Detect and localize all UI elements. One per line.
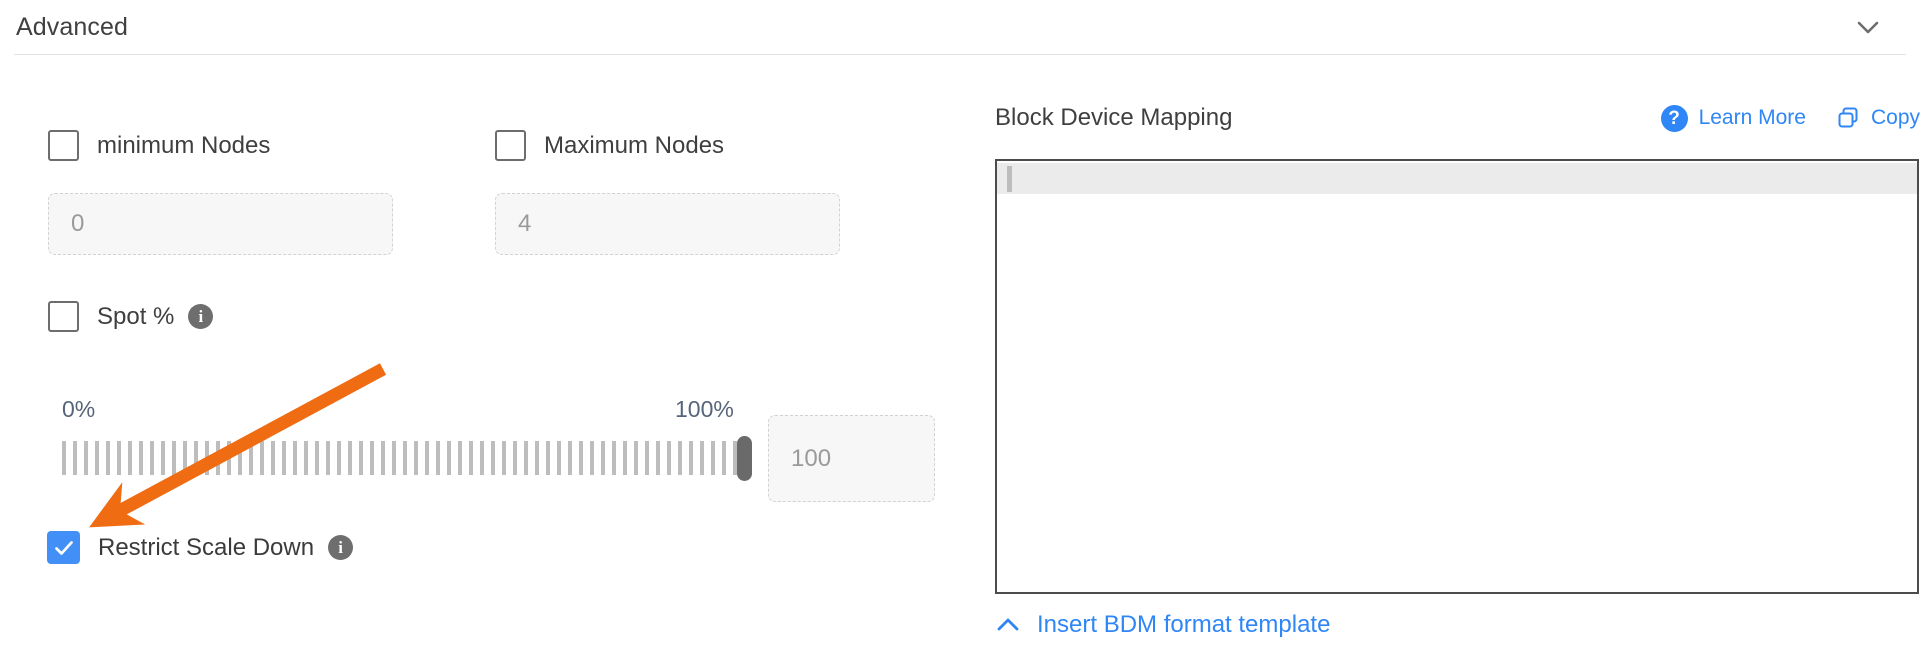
- slider-min-label: 0%: [62, 396, 96, 422]
- insert-bdm-template-link[interactable]: Insert BDM format template: [995, 611, 1330, 639]
- slider-max-label: 100%: [675, 396, 734, 422]
- copy-button[interactable]: Copy: [1836, 106, 1920, 130]
- maximum-nodes-label: Maximum Nodes: [544, 131, 725, 159]
- header-divider: [14, 54, 1906, 55]
- restrict-scale-down-info-icon[interactable]: i: [328, 535, 354, 560]
- editor-caret: [1007, 166, 1012, 192]
- copy-icon: [1836, 106, 1860, 130]
- learn-more-label: Learn More: [1698, 106, 1806, 129]
- bdm-title: Block Device Mapping: [995, 104, 1233, 131]
- minimum-nodes-label: minimum Nodes: [97, 131, 271, 159]
- slider-track[interactable]: [62, 441, 742, 475]
- left-settings-column: minimum Nodes 0 Maximum Nodes 4 Spot % i…: [0, 55, 960, 656]
- question-circle-icon: ?: [1660, 104, 1688, 132]
- check-icon: [52, 536, 76, 560]
- spot-percent-label: Spot %: [97, 302, 175, 330]
- maximum-nodes-checkbox[interactable]: [495, 130, 526, 161]
- block-device-mapping-panel: Block Device Mapping ? Learn More Copy: [995, 55, 1920, 656]
- page-title: Advanced: [16, 12, 128, 41]
- restrict-scale-down-label: Restrict Scale Down: [98, 533, 315, 561]
- maximum-nodes-input[interactable]: 4: [495, 193, 840, 255]
- bdm-header-actions: ? Learn More Copy: [1660, 104, 1920, 132]
- bdm-header: Block Device Mapping ? Learn More Copy: [995, 104, 1920, 132]
- copy-label: Copy: [1870, 106, 1920, 129]
- spot-percent-checkbox[interactable]: [48, 301, 79, 332]
- minimum-nodes-row: minimum Nodes: [48, 130, 270, 161]
- bdm-code-editor[interactable]: [995, 159, 1919, 594]
- restrict-scale-down-row: Restrict Scale Down i: [47, 531, 354, 564]
- restrict-scale-down-checkbox[interactable]: [47, 531, 80, 564]
- slider-handle[interactable]: [737, 436, 752, 481]
- spot-percent-row: Spot % i: [48, 301, 214, 332]
- learn-more-link[interactable]: ? Learn More: [1660, 104, 1806, 132]
- minimum-nodes-checkbox[interactable]: [48, 130, 79, 161]
- collapse-section-button[interactable]: [1848, 7, 1888, 47]
- maximum-nodes-row: Maximum Nodes: [495, 130, 724, 161]
- section-header: Advanced: [0, 0, 1920, 54]
- insert-bdm-template-label: Insert BDM format template: [1037, 611, 1331, 638]
- spot-percent-value-input[interactable]: 100: [768, 415, 935, 502]
- chevron-down-icon: [1852, 11, 1884, 43]
- editor-active-line: [997, 163, 1917, 194]
- minimum-nodes-input[interactable]: 0: [48, 193, 393, 255]
- chevron-up-icon: [995, 612, 1021, 638]
- spot-percent-info-icon[interactable]: i: [188, 304, 214, 329]
